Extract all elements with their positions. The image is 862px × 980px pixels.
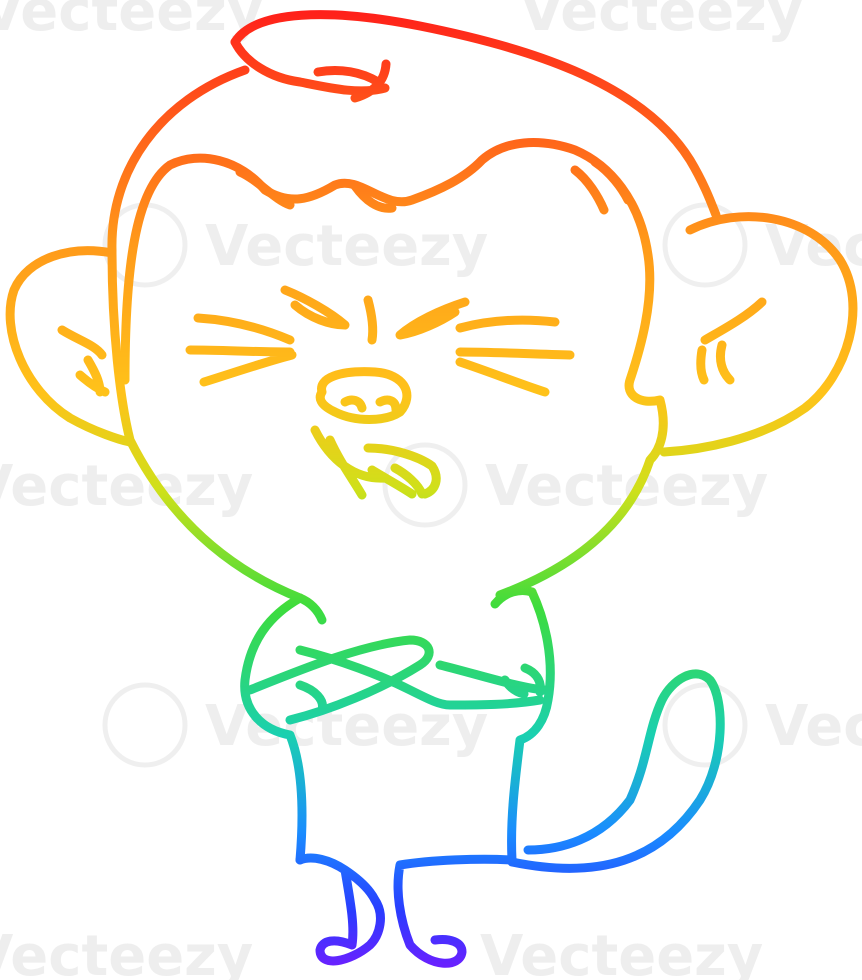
watermark-text: Vecteezy — [205, 214, 488, 279]
hair-tuft — [230, 37, 391, 103]
watermark-text: Vecteezy — [0, 924, 253, 980]
left-ear — [5, 246, 135, 447]
mouth — [310, 425, 441, 500]
watermark-text: Vecteezy — [0, 0, 263, 44]
watermark-text: Vecteezy — [0, 454, 253, 519]
face-outline — [120, 138, 668, 600]
tail — [507, 669, 725, 873]
brow-crease — [363, 295, 378, 345]
left-shoulder — [295, 593, 327, 625]
right-ear — [659, 212, 858, 457]
right-eye — [395, 297, 575, 397]
watermark-logo-icon — [662, 202, 748, 288]
forehead-wrinkles — [235, 157, 633, 215]
left-eye — [185, 285, 350, 387]
watermark-text: Vecteezy — [520, 0, 803, 44]
legs — [295, 853, 517, 968]
watermark-text: Vecteezy — [480, 924, 763, 980]
body-outline — [240, 587, 555, 865]
watermark-logo-icon — [382, 442, 468, 528]
crossed-arms — [245, 635, 550, 725]
watermark-logo-icon — [662, 682, 748, 768]
nose — [315, 367, 412, 424]
watermark-text: Vecteezy — [765, 694, 862, 759]
watermark-logo-icon — [102, 682, 188, 768]
